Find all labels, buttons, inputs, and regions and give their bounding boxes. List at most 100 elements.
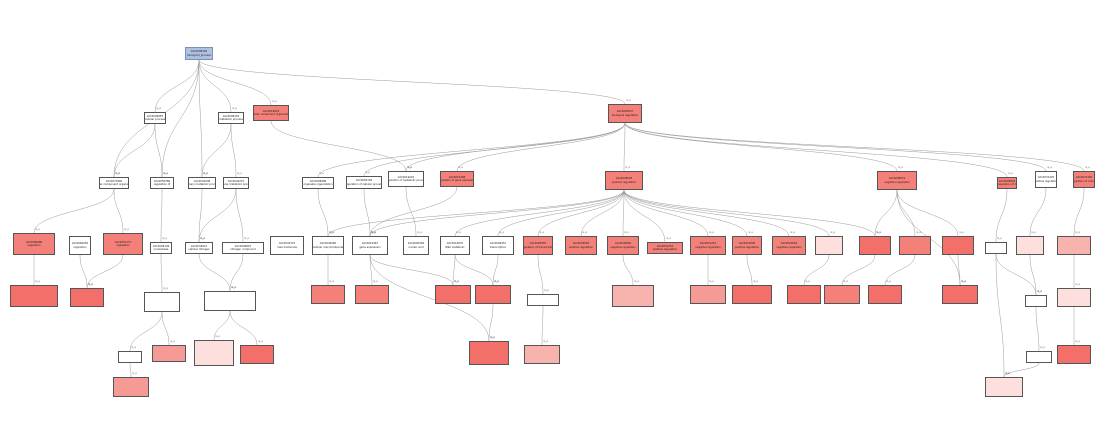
edge-n8-n22 <box>198 188 237 243</box>
go-term-node[interactable] <box>355 285 389 304</box>
go-term-node[interactable]: GO:0031326regulation of cellular <box>1073 171 1095 188</box>
go-term-node[interactable] <box>435 285 471 304</box>
go-term-node[interactable]: GO:0019222regulation of metabolic proces… <box>388 171 424 187</box>
term-text: cellular metabolic process <box>223 183 248 186</box>
edge-label: is_a <box>133 372 138 375</box>
go-term-node[interactable] <box>985 242 1007 254</box>
edge-n13-n37 <box>623 189 830 237</box>
go-term-node[interactable] <box>144 292 180 312</box>
go-term-node[interactable] <box>612 285 654 307</box>
go-term-node[interactable] <box>70 288 104 307</box>
go-term-node[interactable]: GO:0009893positive regulation of metabol… <box>997 177 1017 189</box>
go-term-node[interactable] <box>859 236 891 255</box>
go-term-node[interactable] <box>824 285 860 304</box>
go-term-node[interactable]: GO:0006355regulation of transcription <box>523 236 553 255</box>
go-term-node[interactable]: GO:0016043cellular component organizatio… <box>253 105 289 121</box>
go-term-node[interactable] <box>1016 236 1044 255</box>
edge-n37-n56 <box>803 254 830 286</box>
go-term-node[interactable] <box>152 345 186 362</box>
go-term-node[interactable]: GO:0044237cellular metabolic process <box>223 177 249 189</box>
go-term-node[interactable] <box>732 285 772 304</box>
go-term-node[interactable] <box>1026 351 1052 363</box>
go-term-node[interactable] <box>899 236 931 255</box>
go-term-node[interactable] <box>815 236 843 255</box>
term-text: nucleobase <box>153 248 169 251</box>
go-term-node[interactable] <box>1057 288 1091 307</box>
edge-label: is_a <box>330 231 335 234</box>
go-term-node[interactable] <box>204 291 256 311</box>
go-term-node[interactable] <box>1025 295 1047 307</box>
edge-label: is_a <box>962 280 967 283</box>
term-text: GO:0051171 <box>114 240 132 244</box>
edge-n26-n50 <box>369 254 454 286</box>
go-term-node[interactable] <box>475 285 511 304</box>
edge-label: is_a <box>627 99 632 102</box>
go-term-node[interactable] <box>942 285 978 304</box>
edge-n13-n33 <box>623 189 666 243</box>
edge-label: is_a <box>877 231 882 234</box>
edge-n28-n51 <box>454 254 494 286</box>
edge-n19-n45 <box>79 254 88 289</box>
go-term-node[interactable] <box>469 341 509 365</box>
edge-label: is_a <box>1041 346 1046 349</box>
go-term-node[interactable] <box>527 294 559 306</box>
edge-n13-n31 <box>580 189 625 237</box>
go-term-node[interactable] <box>10 285 58 307</box>
go-term-node[interactable] <box>240 345 274 364</box>
edge-label: is_a <box>418 231 423 234</box>
go-term-node[interactable] <box>1057 345 1091 364</box>
go-term-node[interactable] <box>1057 236 1091 255</box>
go-term-node[interactable] <box>118 351 142 363</box>
edge-n9-n25 <box>317 188 329 237</box>
edge-n46-n63 <box>161 311 170 346</box>
go-term-node[interactable]: GO:0071840cellular component organizatio… <box>99 177 129 189</box>
go-term-node[interactable] <box>868 285 902 304</box>
term-text: GO:0006807 <box>234 244 252 248</box>
edge-n1-n3 <box>113 123 156 178</box>
go-term-node[interactable] <box>311 285 345 304</box>
go-term-node[interactable] <box>524 345 560 364</box>
go-term-node[interactable] <box>690 285 726 304</box>
edge-n2-n7 <box>201 123 232 178</box>
go-term-node[interactable] <box>194 340 234 366</box>
go-term-node[interactable] <box>113 377 149 397</box>
edge-n10-n26 <box>363 188 371 237</box>
go-term-node[interactable] <box>985 377 1023 397</box>
edge-n46-n62 <box>129 311 163 352</box>
term-text: regulation <box>27 244 41 247</box>
edge-label: is_a <box>1038 290 1043 293</box>
edge-n42-n60 <box>1029 254 1037 296</box>
go-term-node[interactable]: GO:0044238primary metabolic process <box>188 177 216 189</box>
go-term-node[interactable]: GO:0010468regulation of gene expression <box>440 171 474 187</box>
go-term-node[interactable] <box>942 236 974 255</box>
go-term-node[interactable] <box>787 285 821 304</box>
